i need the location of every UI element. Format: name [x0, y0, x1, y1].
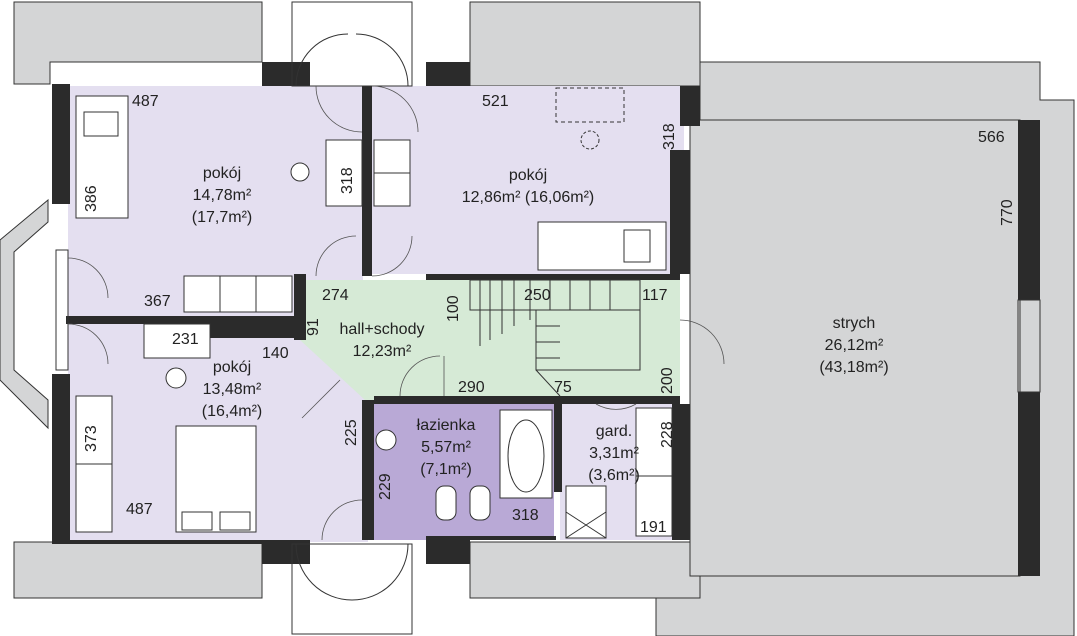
dim-521: 521	[482, 93, 509, 110]
doors	[67, 85, 725, 541]
bidet	[469, 485, 491, 521]
dim-487-top: 487	[132, 93, 159, 110]
dim-200: 200	[659, 367, 676, 394]
sink	[375, 429, 397, 451]
dim-225: 225	[343, 419, 360, 446]
dim-274: 274	[322, 287, 349, 304]
wardrobe-top-left	[183, 275, 293, 313]
room-name-bedroom-top-left: pokój	[203, 165, 241, 182]
room-area-bathroom: 5,57m²	[421, 439, 471, 456]
dim-318-right: 318	[661, 123, 678, 150]
dim-318-mid: 318	[339, 167, 356, 194]
dim-367: 367	[144, 293, 171, 310]
room-name-hall: hall+schody	[340, 321, 425, 338]
room-area-attic: 26,12m²	[825, 337, 884, 354]
dim-229: 229	[377, 473, 394, 500]
furniture	[75, 87, 673, 539]
dimension-labels: 487 386 318 521 318 566 770 367 274 100 …	[83, 93, 1016, 536]
room-gross-attic: (43,18m²)	[819, 359, 888, 376]
attic-fill	[689, 119, 1021, 577]
shelf-gard	[635, 407, 673, 537]
desk-bottom-left	[143, 323, 211, 359]
room-area-bedroom-top-left: 14,78m²	[193, 187, 252, 204]
desk-top-right	[555, 87, 625, 123]
desk-top-left	[325, 139, 363, 207]
room-name-bathroom: łazienka	[417, 417, 476, 434]
staircase	[469, 279, 641, 397]
dim-75: 75	[554, 379, 572, 396]
dim-100: 100	[445, 295, 462, 322]
dim-91: 91	[305, 318, 322, 336]
room-name-bedroom-bottom-left: pokój	[213, 359, 251, 376]
dim-566: 566	[978, 129, 1005, 146]
room-area-wardrobe: 3,31m²	[589, 445, 639, 462]
dim-228: 228	[659, 421, 676, 448]
room-gross-wardrobe: (3,6m²)	[588, 467, 640, 484]
chair-top-left	[290, 162, 310, 182]
room-gross-bathroom: (7,1m²)	[420, 461, 472, 478]
room-area-bedroom-top-right: 12,86m² (16,06m²)	[462, 189, 595, 206]
bathtub	[499, 409, 553, 499]
dim-386: 386	[83, 185, 100, 212]
dim-191: 191	[640, 519, 667, 536]
dim-140: 140	[262, 345, 289, 362]
chair-bottom-left	[165, 367, 187, 389]
room-gross-bedroom-bottom-left: (16,4m²)	[202, 403, 262, 420]
dim-770: 770	[999, 199, 1016, 226]
room-name-wardrobe: gard.	[596, 423, 632, 440]
room-labels: pokój 14,78m² (17,7m²) pokój 12,86m² (16…	[192, 165, 889, 484]
room-name-bedroom-top-right: pokój	[509, 167, 547, 184]
dim-487-bottom: 487	[126, 501, 153, 518]
dim-290: 290	[458, 379, 485, 396]
room-gross-bedroom-top-left: (17,7m²)	[192, 209, 252, 226]
dim-117: 117	[642, 287, 668, 304]
dim-231: 231	[172, 331, 199, 348]
walls	[52, 62, 1040, 576]
room-area-hall: 12,23m²	[353, 343, 412, 360]
dim-250: 250	[524, 287, 551, 304]
toilet	[435, 485, 457, 521]
windows	[55, 1, 1041, 635]
room-area-bedroom-bottom-left: 13,48m²	[203, 381, 262, 398]
dim-373: 373	[83, 425, 100, 452]
chimney	[565, 485, 607, 539]
room-name-attic: strych	[833, 315, 876, 332]
dim-318-bath: 318	[512, 507, 539, 524]
